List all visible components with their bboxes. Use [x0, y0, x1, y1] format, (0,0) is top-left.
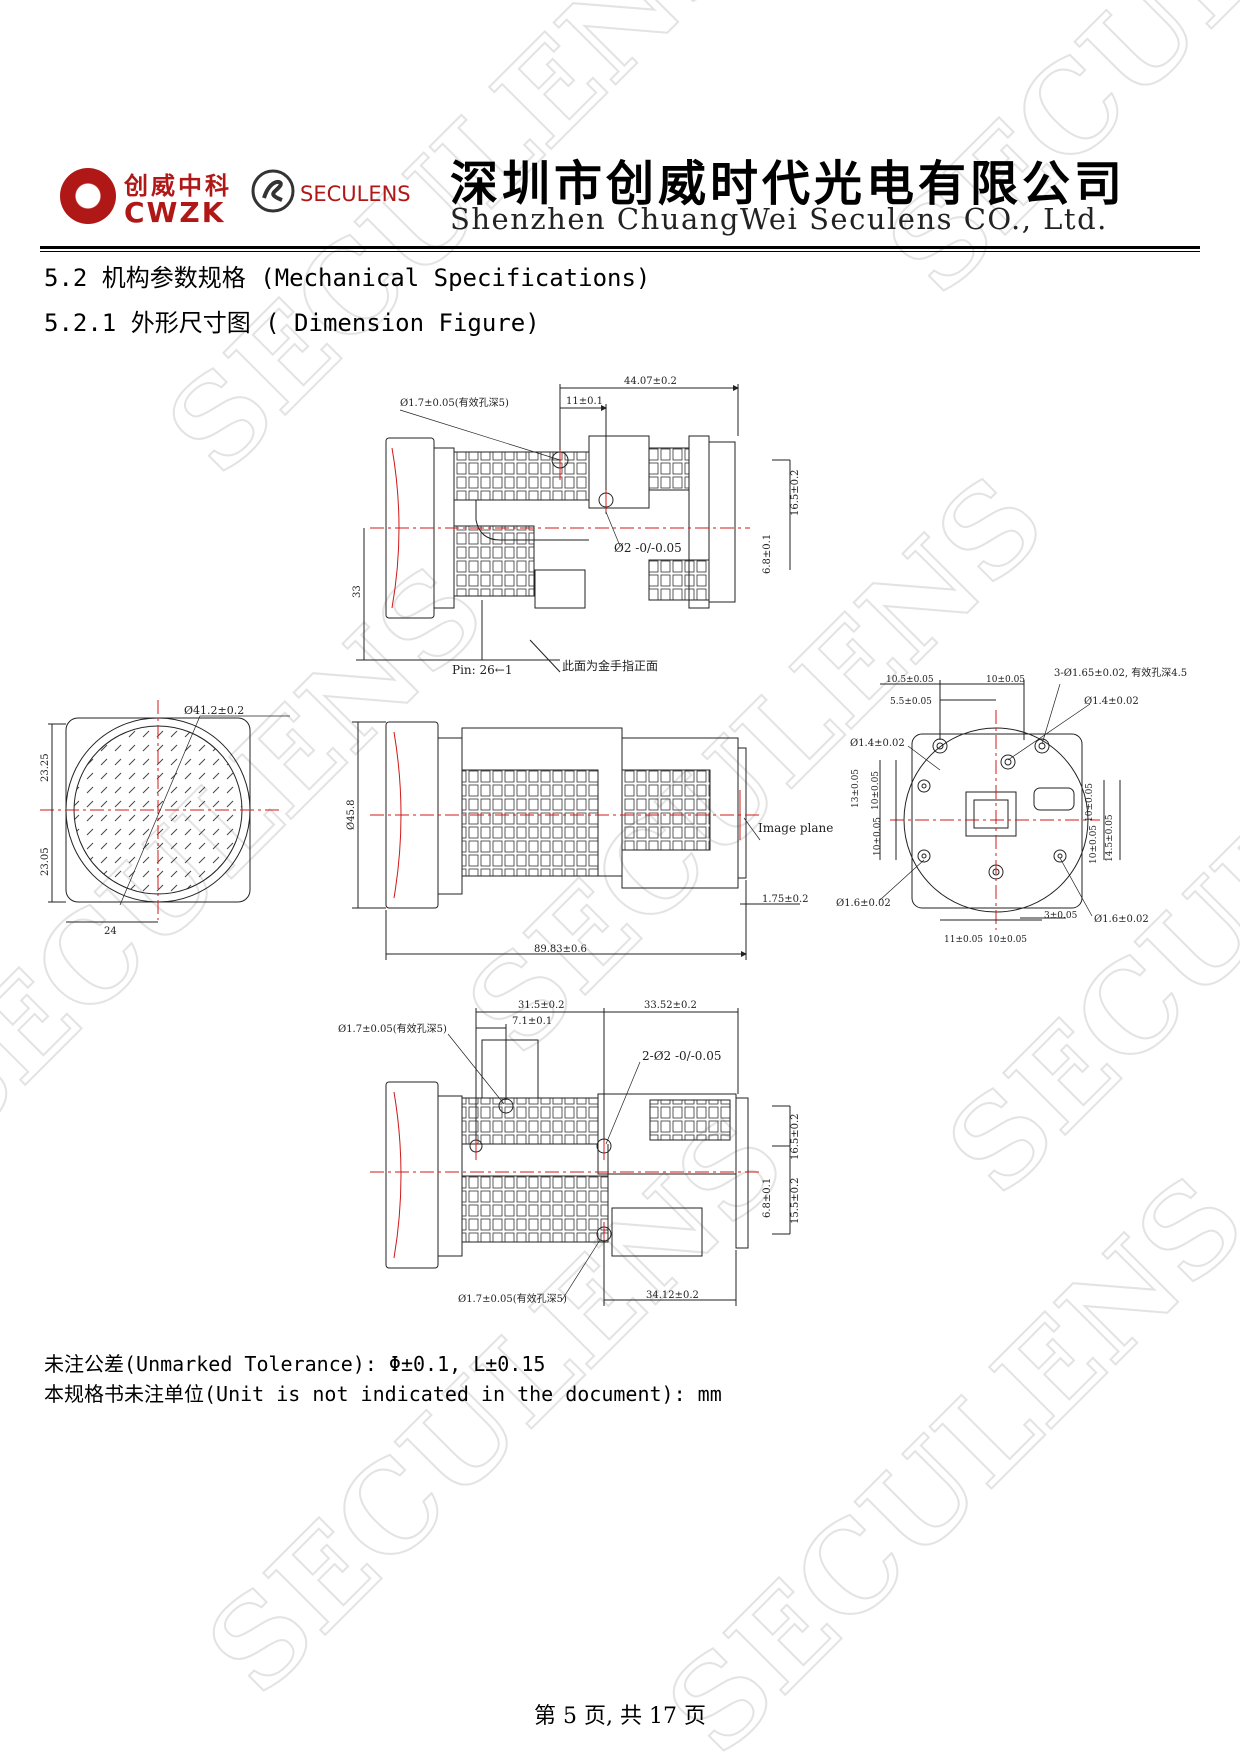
dim-label: 10.5±0.05: [886, 675, 934, 685]
front-view: [40, 700, 290, 923]
dim-label: 11±0.1: [566, 396, 603, 407]
seculens-mark-icon: [251, 169, 295, 213]
bottom-view: [370, 1008, 791, 1306]
side-view: [352, 721, 800, 960]
section-subtitle: 5.2.1 外形尺寸图 ( Dimension Figure): [44, 309, 540, 337]
seculens-brand-text: SECULENS: [300, 182, 411, 206]
dim-label: 10±0.05: [986, 675, 1025, 685]
cwzk-logo: 创威中科 CWZK: [60, 162, 260, 232]
dim-label: 10±0.05: [1089, 825, 1099, 864]
dim-label: 89.83±0.6: [534, 944, 587, 955]
header-rule-thick: [40, 246, 1200, 249]
callout-label: 2-Ø2 -0/-0.05: [642, 1049, 721, 1063]
dim-label: 10±0.05: [873, 817, 883, 856]
image-plane-label: Image plane: [758, 821, 833, 835]
dim-label: 33.52±0.2: [644, 1000, 697, 1011]
dim-label: 3±0.05: [1044, 911, 1078, 921]
dimension-drawing: 44.07±0.2 11±0.1 16.5±0.2 6.8±0.1 33 Ø1.…: [40, 376, 1187, 1306]
cwzk-lens-icon: [60, 168, 116, 224]
unit-note: 本规格书未注单位(Unit is not indicated in the do…: [44, 1382, 722, 1406]
callout-label: Ø1.6±0.02: [1094, 914, 1149, 925]
dim-label: 10±0.05: [871, 771, 881, 810]
callout-label: 3-Ø1.65±0.02, 有效孔深4.5: [1054, 666, 1187, 679]
dim-label: Ø45.8: [346, 800, 357, 830]
page-header: 创威中科 CWZK SECULENS 深圳市创威时代光电有限公司 Shenzhe…: [40, 140, 1200, 240]
dim-label: 1.75±0.2: [762, 894, 809, 905]
section-title: 5.2 机构参数规格 (Mechanical Specifications): [44, 264, 651, 292]
dim-label: 24: [104, 926, 117, 937]
page-footer: 第 5 页, 共 17 页: [534, 1704, 706, 1729]
dim-label: 44.07±0.2: [624, 376, 677, 387]
rear-view: [879, 680, 1121, 930]
pin-label: Pin: 26←1: [452, 663, 512, 677]
callout-label: Ø1.7±0.05(有效孔深5): [338, 1022, 447, 1035]
dim-label: 6.8±0.1: [762, 1178, 773, 1218]
dim-label: 23.25: [40, 753, 51, 782]
dim-label: 15.5±0.2: [790, 1177, 801, 1224]
dim-label: 16.5±0.2: [790, 469, 801, 516]
logo-en-text: CWZK: [124, 196, 226, 229]
callout-label: Ø1.7±0.05(有效孔深5): [458, 1292, 567, 1305]
dim-label: 23.05: [40, 847, 51, 876]
callout-label: Ø1.7±0.05(有效孔深5): [400, 396, 509, 409]
dim-label: 11±0.05: [944, 935, 983, 945]
dim-label: Ø41.2±0.2: [184, 704, 244, 717]
dim-label: 31.5±0.2: [518, 1000, 565, 1011]
dim-label: 14.5±0.05: [1105, 814, 1115, 862]
callout-label: Ø1.4±0.02: [1084, 696, 1139, 707]
company-name-cn: 深圳市创威时代光电有限公司: [450, 156, 1127, 212]
logo-cn-text: 创威中科: [124, 171, 232, 200]
dim-label: 33: [352, 585, 363, 598]
dim-label: 10±0.05: [1085, 783, 1095, 822]
dim-label: 16.5±0.2: [790, 1113, 801, 1160]
top-view: [356, 384, 791, 673]
header-rule-thin: [40, 251, 1200, 252]
dim-label: 10±0.05: [988, 935, 1027, 945]
dim-label: 7.1±0.1: [512, 1016, 552, 1027]
dim-label: 34.12±0.2: [646, 1290, 699, 1301]
callout-label: Ø1.6±0.02: [836, 898, 891, 909]
tolerance-note: 未注公差(Unmarked Tolerance): Φ±0.1, L±0.15: [44, 1352, 546, 1376]
dim-label: 13±0.05: [851, 769, 861, 808]
callout-label: Ø1.4±0.02: [850, 738, 905, 749]
callout-label: Ø2 -0/-0.05: [614, 541, 682, 555]
dim-label: 6.8±0.1: [762, 534, 773, 574]
seculens-logo: SECULENS: [250, 162, 470, 222]
dim-label: 5.5±0.05: [890, 697, 932, 707]
finger-note: 此面为金手指正面: [562, 658, 658, 673]
company-name-en: Shenzhen ChuangWei Seculens CO., Ltd.: [450, 202, 1108, 236]
